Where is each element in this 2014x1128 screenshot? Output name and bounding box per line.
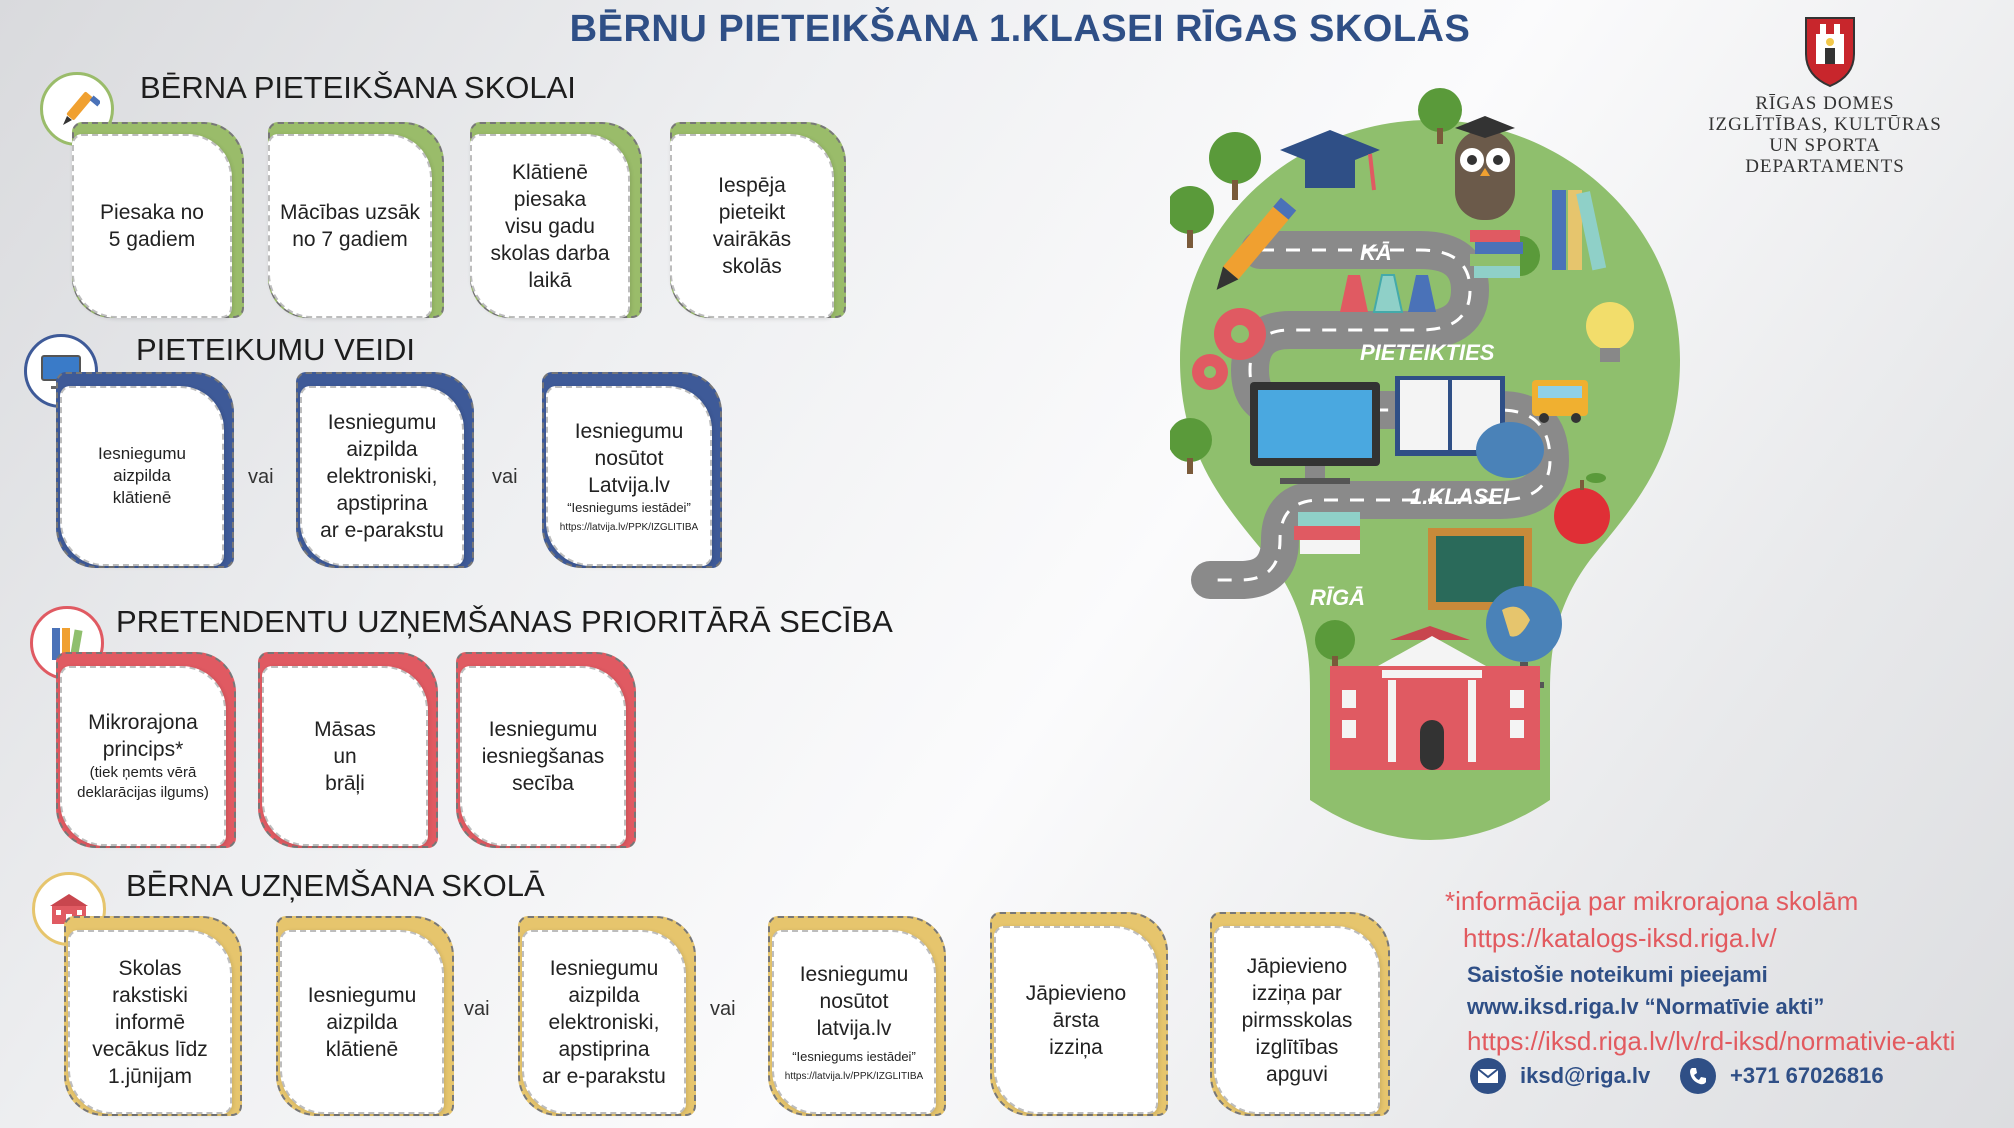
s3-card-3: Iesniegumu iesniegšanas secība: [456, 652, 636, 848]
s2-or-1: vai: [248, 466, 274, 488]
s4-card-4-note: “Iesniegums iestādei”: [792, 1048, 916, 1064]
info-regulations-label: Saistošie noteikumi pieejami: [1467, 962, 1768, 987]
info-block: *informācija par mikrorajona skolām http…: [1445, 886, 2005, 1057]
s1-card-1: Piesaka no 5 gadiem: [72, 122, 244, 318]
s2-card-2: Iesniegumu aizpilda elektroniski, apstip…: [296, 372, 474, 568]
s3-card-1-text: Mikrorajona princips*: [88, 711, 198, 761]
school-building-icon: [1330, 626, 1540, 770]
s4-card-3-text: Iesniegumu aizpilda elektroniski, apstip…: [542, 956, 666, 1088]
s4-card-5: Jāpievieno ārsta izziņa: [990, 912, 1168, 1116]
owl-icon: [1455, 116, 1515, 220]
pencil-illustration-icon: [1216, 197, 1297, 290]
s1-card-2-text: Mācības uzsāk no 7 gadiem: [279, 201, 421, 251]
phone-text[interactable]: +371 67026816: [1730, 1063, 1884, 1088]
binders-icon: [1552, 190, 1607, 271]
s4-or-2: vai: [710, 998, 736, 1020]
s4-card-6-text: Jāpievieno izziņa par pirmsskolas izglīt…: [1241, 954, 1353, 1086]
s4-card-4-text: Iesniegumu nosūtot latvija.lv: [799, 962, 909, 1040]
info-regulations-link[interactable]: https://iksd.riga.lv/lv/rd-iksd/normativ…: [1467, 1026, 1956, 1056]
monitor-illustration-icon: [1250, 382, 1380, 484]
s2-card-3-url[interactable]: https://latvija.lv/PPK/IZGLITIBA: [559, 521, 699, 533]
gears-icon: [1192, 308, 1266, 390]
section3-heading: PRETENDENTU UZŅEMŠANAS PRIORITĀRĀ SECĪBA: [116, 604, 893, 639]
s4-card-2: Iesniegumu aizpilda klātienē: [276, 916, 454, 1116]
info-regulations-site[interactable]: www.iksd.riga.lv “Normatīvie akti”: [1467, 994, 1825, 1019]
section1-heading: BĒRNA PIETEIKŠANA SKOLAI: [140, 70, 576, 105]
brain-icon: [1476, 422, 1544, 478]
logo-line-1: RĪGAS DOMES: [1755, 93, 1895, 114]
road-label-ka: KĀ: [1360, 240, 1392, 265]
section2-heading: PIETEIKUMU VEIDI: [136, 332, 416, 367]
logo-line-3: UN SPORTA DEPARTAMENTS: [1745, 135, 1905, 177]
s4-card-4: Iesniegumu nosūtot latvija.lv “Iesniegum…: [768, 916, 946, 1116]
section4-heading: BĒRNA UZŅEMŠANA SKOLĀ: [126, 868, 545, 903]
s4-or-1: vai: [464, 998, 490, 1020]
s2-card-1: Iesniegumu aizpilda klātienē: [56, 372, 234, 568]
s4-card-1-text: Skolas rakstiski informē vecākus līdz 1.…: [92, 956, 208, 1088]
s3-card-1-note: (tiek ņemts vērā deklarācijas ilgums): [77, 764, 209, 801]
small-lightbulb-icon: [1586, 302, 1634, 362]
s1-card-3-text: Klātienē piesaka visu gadu skolas darba …: [490, 160, 610, 292]
s3-card-1: Mikrorajona princips* (tiek ņemts vērā d…: [56, 652, 236, 848]
info-microdistrict-note: *informācija par mikrorajona skolām: [1445, 886, 1859, 916]
s1-card-2: Mācības uzsāk no 7 gadiem: [268, 122, 444, 318]
road-label-riga: RĪGĀ: [1310, 585, 1365, 610]
books-stack-icon: [1470, 230, 1523, 278]
bulb-shape: [1180, 120, 1680, 840]
s3-card-2: Māsas un brāļi: [258, 652, 438, 848]
s1-card-4-text: Iespēja pieteikt vairākās skolās: [712, 174, 792, 278]
s1-card-4: Iespēja pieteikt vairākās skolās: [670, 122, 846, 318]
s2-card-3: Iesniegumu nosūtot Latvija.lv “Iesniegum…: [542, 372, 722, 568]
email-contact[interactable]: iksd@riga.lv: [1470, 1058, 1650, 1094]
s4-card-1: Skolas rakstiski informē vecākus līdz 1.…: [64, 916, 242, 1116]
info-catalog-link[interactable]: https://katalogs-iksd.riga.lv/: [1463, 923, 1777, 953]
apple-icon: [1554, 473, 1610, 544]
email-text[interactable]: iksd@riga.lv: [1520, 1063, 1651, 1088]
s4-card-4-url[interactable]: https://latvija.lv/PPK/IZGLITIBA: [784, 1070, 924, 1082]
page-title: BĒRNU PIETEIKŠANA 1.KLASEI RĪGAS SKOLĀS: [569, 8, 1471, 50]
s3-card-3-text: Iesniegumu iesniegšanas secība: [481, 717, 605, 795]
s2-card-2-text: Iesniegumu aizpilda elektroniski, apstip…: [320, 410, 444, 542]
s3-card-2-text: Māsas un brāļi: [314, 717, 376, 795]
road-label-pieteikties: PIETEIKTIES: [1360, 340, 1495, 365]
logo-line-2: IZGLĪTĪBAS, KULTŪRAS: [1708, 114, 1942, 135]
graduation-cap-icon: [1280, 130, 1380, 191]
s2-card-1-text: Iesniegumu aizpilda klātienē: [98, 444, 186, 507]
riga-logo: RĪGAS DOMES IZGLĪTĪBAS, KULTŪRAS UN SPOR…: [1690, 14, 1960, 177]
s4-card-3: Iesniegumu aizpilda elektroniski, apstip…: [518, 916, 696, 1116]
s1-card-1-text: Piesaka no 5 gadiem: [100, 201, 204, 251]
phone-icon: [1680, 1058, 1716, 1094]
pencil-icon: [63, 92, 100, 125]
school-bus-icon: [1532, 380, 1588, 423]
s4-card-2-text: Iesniegumu aizpilda klātienē: [307, 983, 417, 1061]
s4-card-6: Jāpievieno izziņa par pirmsskolas izglīt…: [1210, 912, 1390, 1116]
riga-coat-of-arms-icon: [1805, 17, 1855, 88]
s4-card-5-text: Jāpievieno ārsta izziņa: [1025, 981, 1127, 1059]
flasks-icon: [1340, 274, 1436, 313]
s1-card-3: Klātienē piesaka visu gadu skolas darba …: [470, 122, 642, 318]
road-label-1klasei: 1.KLASEI: [1410, 484, 1510, 509]
s2-card-3-note: “Iesniegums iestādei”: [567, 499, 691, 515]
s2-card-3-text: Iesniegumu nosūtot Latvija.lv: [574, 419, 684, 497]
phone-contact[interactable]: +371 67026816: [1680, 1058, 1884, 1094]
road-markings: [1210, 248, 1552, 582]
lightbulb-illustration: KĀ PIETEIKTIES 1.KLASEI RĪGĀ: [1170, 88, 1680, 840]
s2-or-2: vai: [492, 466, 518, 488]
books-left-icon: [1294, 512, 1360, 554]
email-icon: [1470, 1058, 1506, 1094]
